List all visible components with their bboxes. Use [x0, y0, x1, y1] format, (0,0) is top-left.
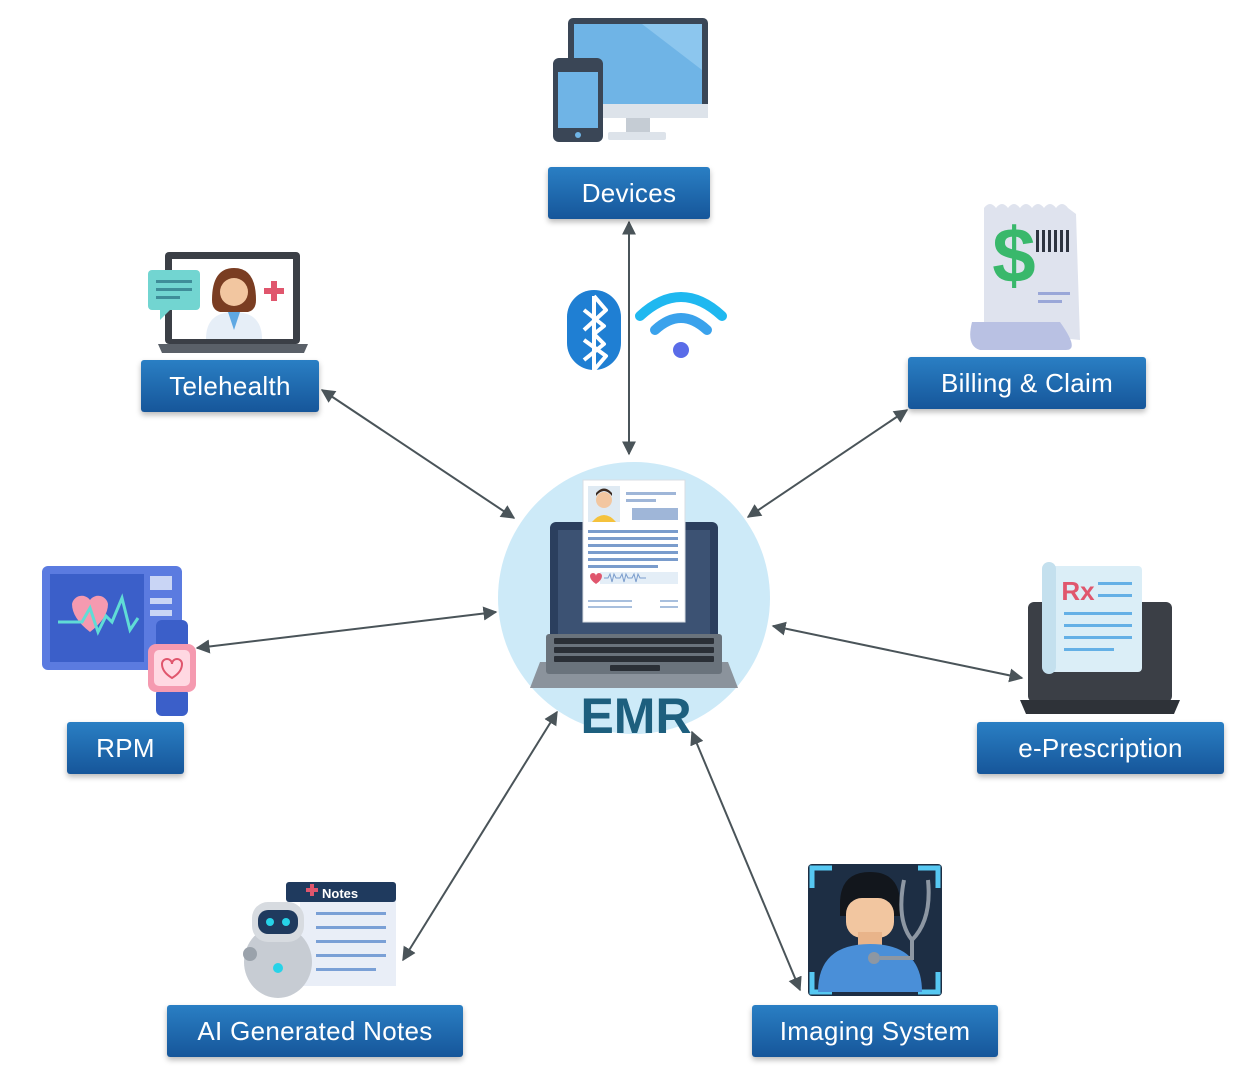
telehealth-node[interactable]: Telehealth	[141, 360, 319, 412]
ai-notes-icon: Notes	[243, 882, 396, 998]
arrow-ai-notes	[402, 710, 558, 962]
telehealth-icon	[148, 252, 308, 353]
dollar-glyph: $	[992, 211, 1035, 299]
arrow-imaging	[690, 730, 802, 992]
billing-claim-node[interactable]: Billing & Claim	[908, 357, 1146, 409]
emr-hub: EMR	[498, 462, 770, 744]
eprescription-node[interactable]: e-Prescription	[977, 722, 1224, 774]
rpm-node[interactable]: RPM	[67, 722, 184, 774]
arrow-rpm	[195, 606, 498, 654]
arrow-telehealth	[320, 389, 516, 519]
arrow-eprescription	[771, 621, 1024, 683]
rpm-icon	[42, 566, 196, 716]
connectors	[195, 220, 1024, 992]
rx-glyph: Rx	[1061, 576, 1095, 606]
imaging-icon	[808, 864, 942, 996]
eprescription-icon: Rx	[1020, 562, 1180, 714]
arrow-billing	[746, 409, 909, 518]
devices-icon	[553, 18, 708, 142]
ai-generated-notes-node[interactable]: AI Generated Notes	[167, 1005, 463, 1057]
bluetooth-icon	[567, 290, 621, 372]
wifi-icon	[635, 292, 727, 358]
billing-icon: $	[970, 204, 1080, 350]
devices-node[interactable]: Devices	[548, 167, 710, 219]
notes-tab-label: Notes	[322, 886, 358, 901]
imaging-system-node[interactable]: Imaging System	[752, 1005, 998, 1057]
emr-label: EMR	[580, 688, 691, 744]
